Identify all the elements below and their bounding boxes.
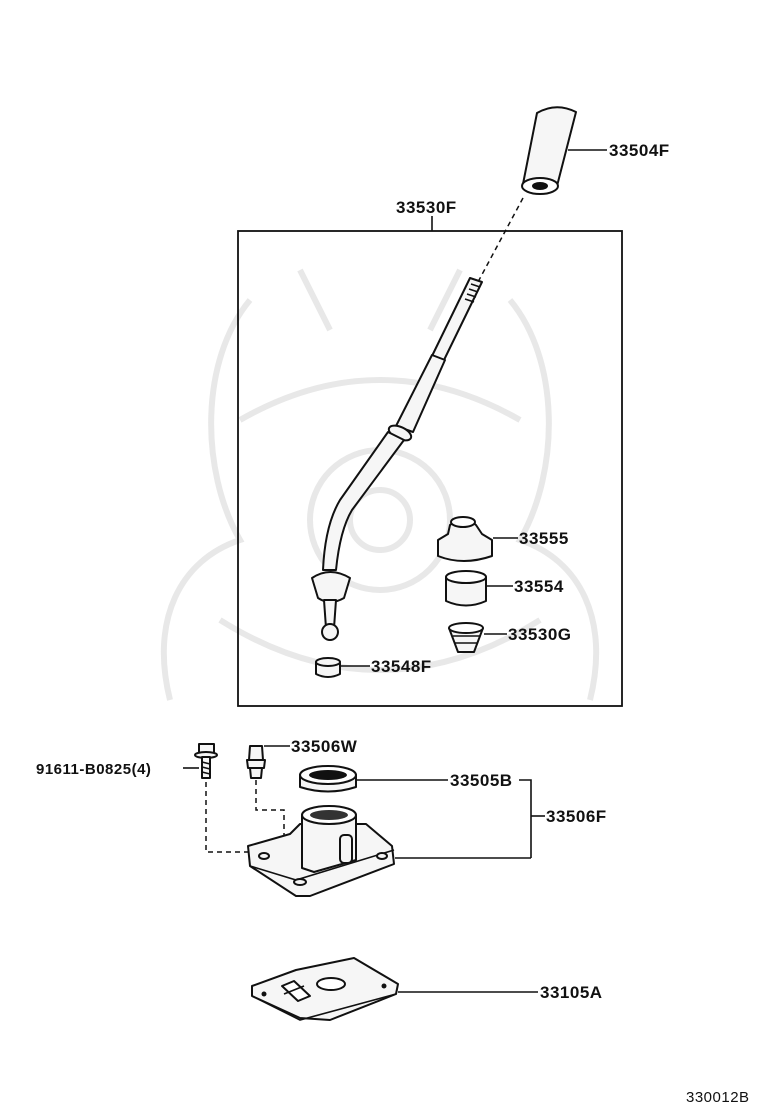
label-seat: 33530G <box>508 625 572 644</box>
label-housing: 33506F <box>546 807 607 826</box>
knob-to-lever-dash <box>477 197 524 283</box>
base-plate <box>251 957 399 1021</box>
retainer-ring <box>299 765 357 793</box>
boot <box>437 516 493 562</box>
housing-bracket <box>519 779 532 858</box>
watermark-emblem <box>160 268 600 701</box>
label-bushing: 33554 <box>514 577 564 596</box>
pin <box>246 745 266 779</box>
label-boot: 33555 <box>519 529 569 548</box>
label-knob: 33504F <box>609 141 670 160</box>
seat <box>448 622 484 653</box>
label-pin: 33506W <box>291 737 358 756</box>
pin-dash <box>255 780 285 858</box>
lever-assembly-box <box>237 230 623 707</box>
shift-knob <box>521 106 577 195</box>
shift-lever <box>311 277 483 641</box>
label-lever-assembly: 33530F <box>396 198 457 217</box>
label-bolt: 91611-B0825(4) <box>36 761 151 778</box>
bushing <box>445 570 487 607</box>
label-plate: 33105A <box>540 983 603 1002</box>
cap <box>315 657 341 678</box>
label-retainer: 33505B <box>450 771 513 790</box>
label-cap: 33548F <box>371 657 432 676</box>
figure-id: 330012B <box>686 1089 750 1106</box>
bolt <box>194 743 218 779</box>
lever-housing <box>247 805 395 897</box>
bolt-dash <box>205 782 262 853</box>
